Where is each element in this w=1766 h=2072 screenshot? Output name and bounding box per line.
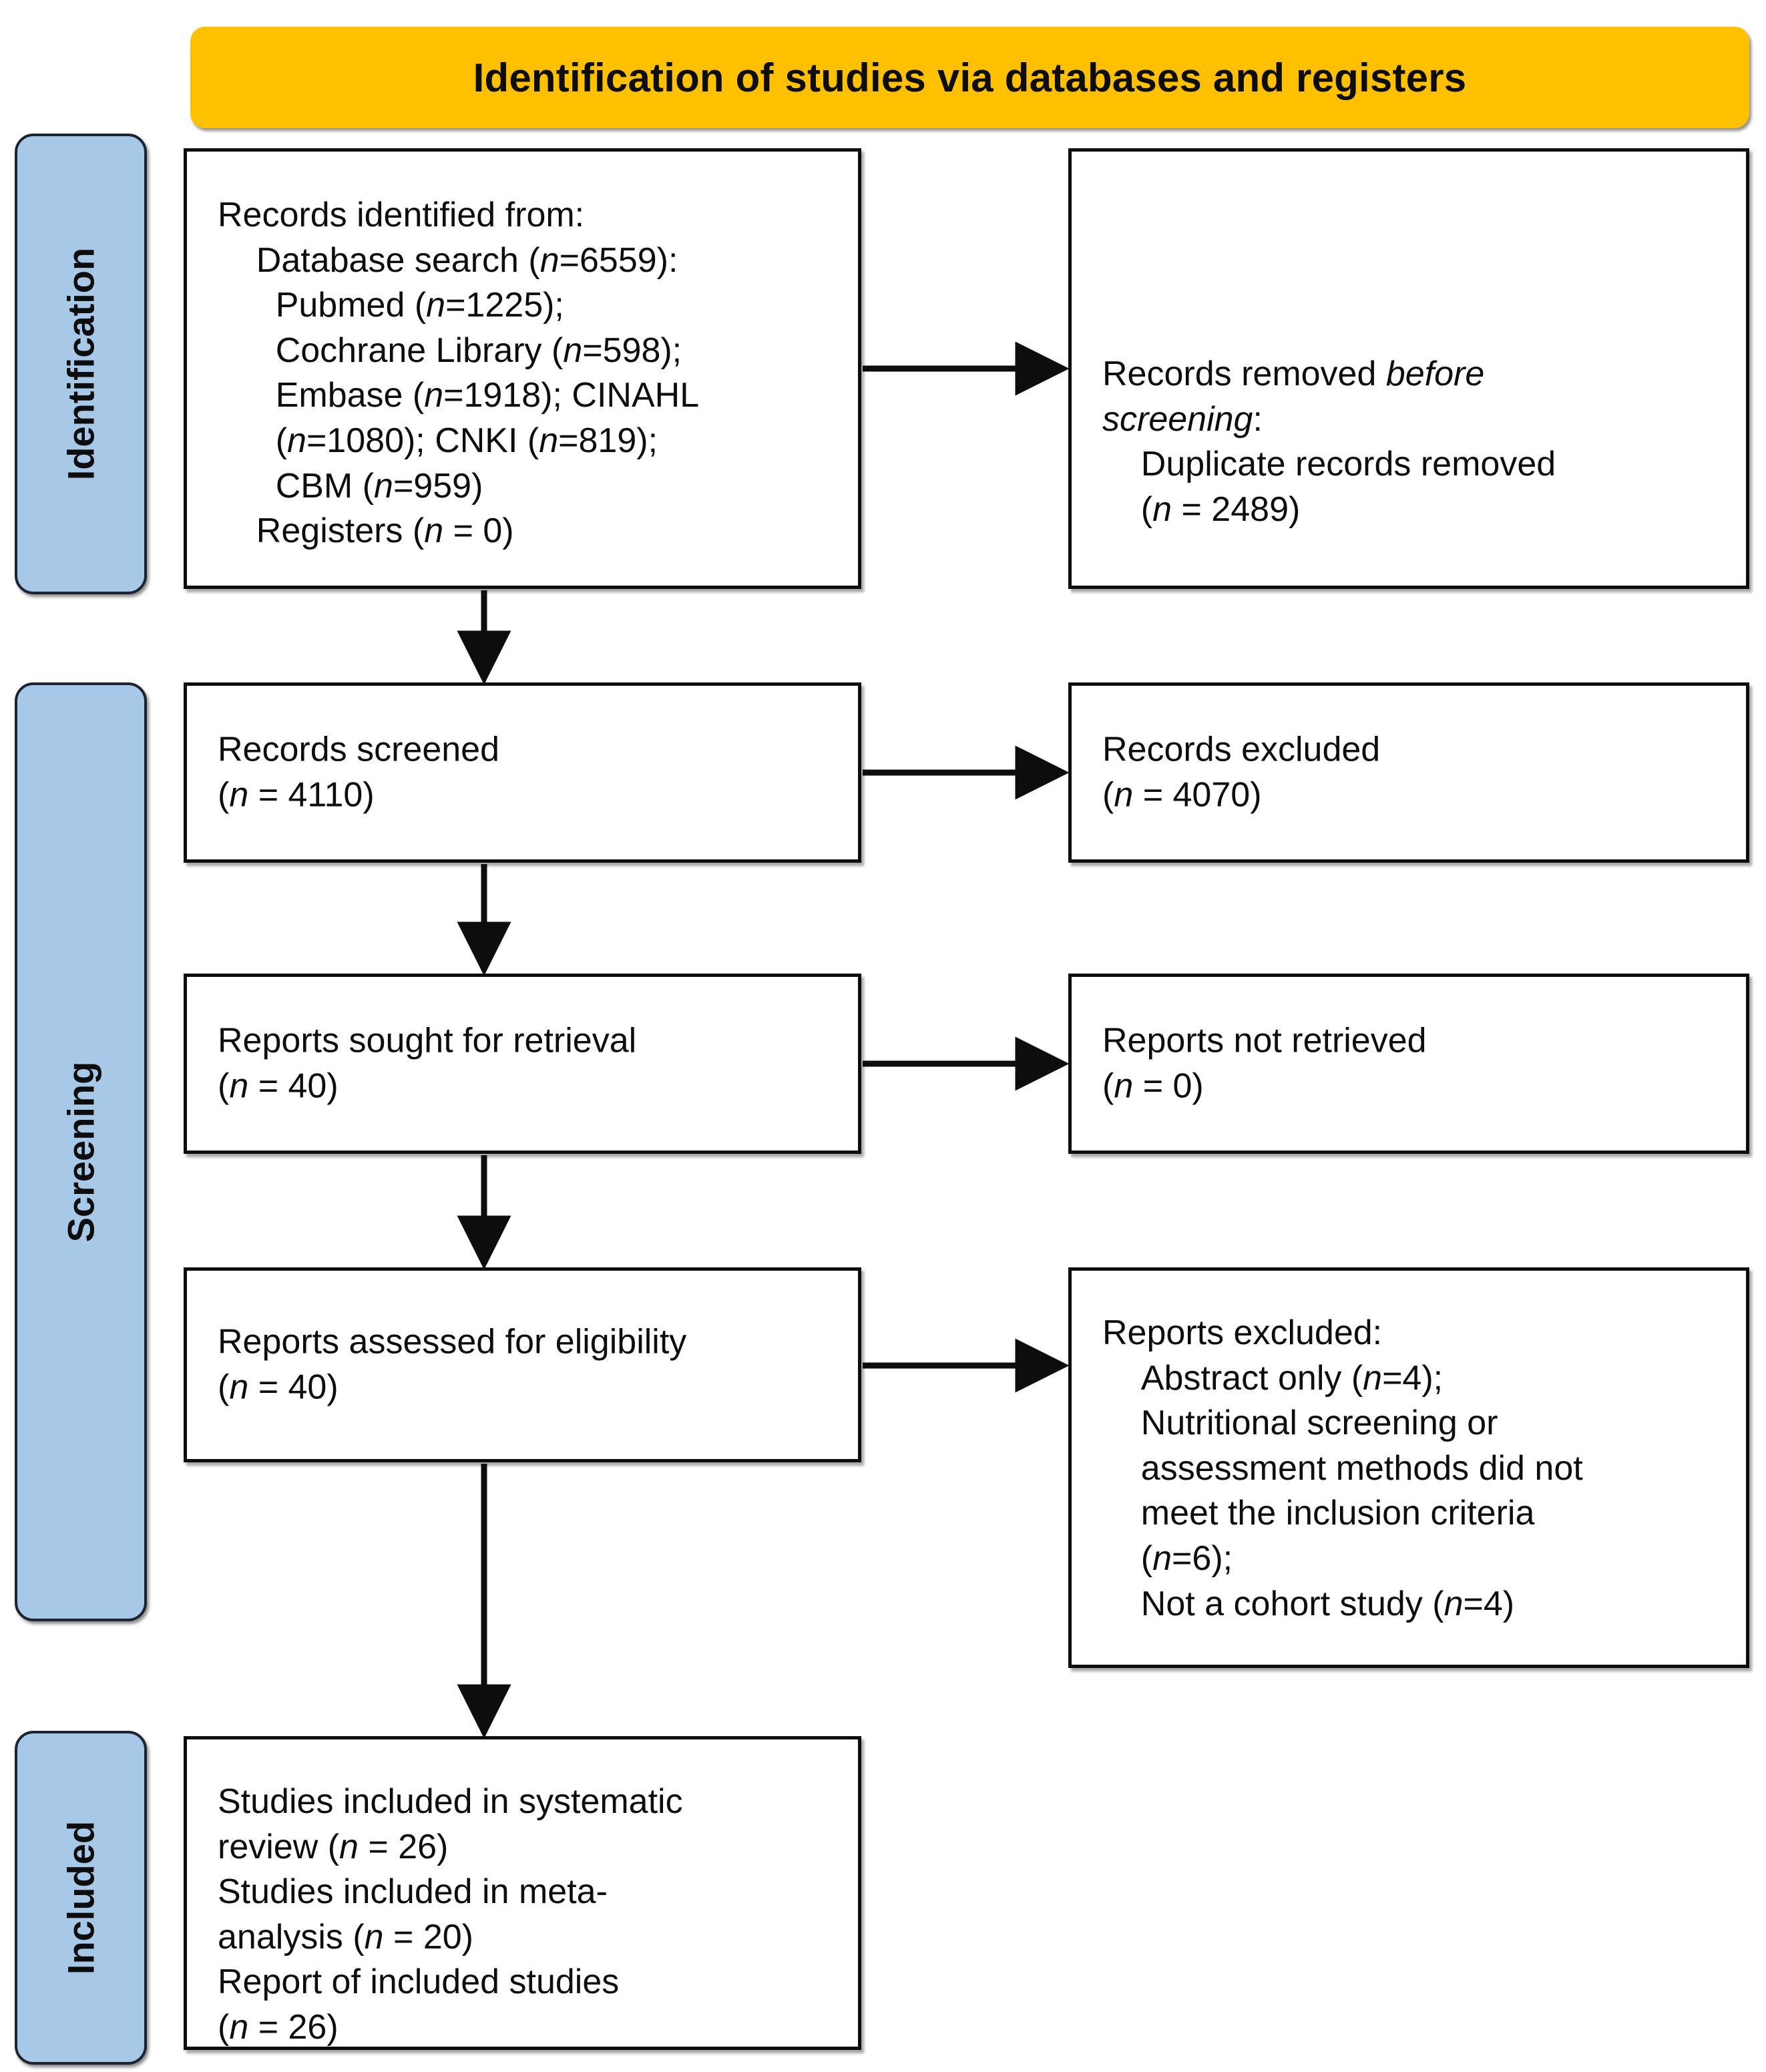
box-studies-included: Studies included in systematic review (n… xyxy=(184,1736,861,2050)
stage-tab-included-label: Included xyxy=(59,1820,102,1975)
box-reports-not-retrieved: Reports not retrieved (n = 0) xyxy=(1068,974,1749,1154)
header-title: Identification of studies via databases … xyxy=(473,55,1467,100)
box-records-removed-before-screening: Records removed before screening: Duplic… xyxy=(1068,148,1749,589)
box-reports-excluded-text: Reports excluded: Abstract only (n=4); N… xyxy=(1102,1313,1583,1623)
stage-tab-identification[interactable]: Identification xyxy=(15,134,147,594)
box-reports-not-retrieved-text: Reports not retrieved (n = 0) xyxy=(1102,1021,1427,1105)
stage-tab-included[interactable]: Included xyxy=(15,1731,147,2065)
box-records-removed-text: Records removed before screening: Duplic… xyxy=(1102,355,1556,529)
box-records-screened-text: Records screened (n = 4110) xyxy=(218,730,499,814)
stage-tab-screening-label: Screening xyxy=(59,1061,102,1243)
stage-tab-screening[interactable]: Screening xyxy=(15,682,147,1621)
box-records-identified: Records identified from: Database search… xyxy=(184,148,861,589)
stage-tab-identification-label: Identification xyxy=(59,247,102,481)
box-studies-included-text: Studies included in systematic review (n… xyxy=(218,1782,683,2047)
box-records-screened: Records screened (n = 4110) xyxy=(184,682,861,863)
box-reports-sought-text: Reports sought for retrieval (n = 40) xyxy=(218,1021,637,1105)
identification-header-banner: Identification of studies via databases … xyxy=(190,27,1749,128)
box-records-excluded: Records excluded (n = 4070) xyxy=(1068,682,1749,863)
box-reports-assessed-for-eligibility: Reports assessed for eligibility (n = 40… xyxy=(184,1267,861,1462)
box-records-identified-text: Records identified from: Database search… xyxy=(218,196,700,551)
box-reports-assessed-text: Reports assessed for eligibility (n = 40… xyxy=(218,1322,687,1406)
box-records-excluded-text: Records excluded (n = 4070) xyxy=(1102,730,1381,814)
box-reports-excluded: Reports excluded: Abstract only (n=4); N… xyxy=(1068,1267,1749,1668)
box-reports-sought-for-retrieval: Reports sought for retrieval (n = 40) xyxy=(184,974,861,1154)
